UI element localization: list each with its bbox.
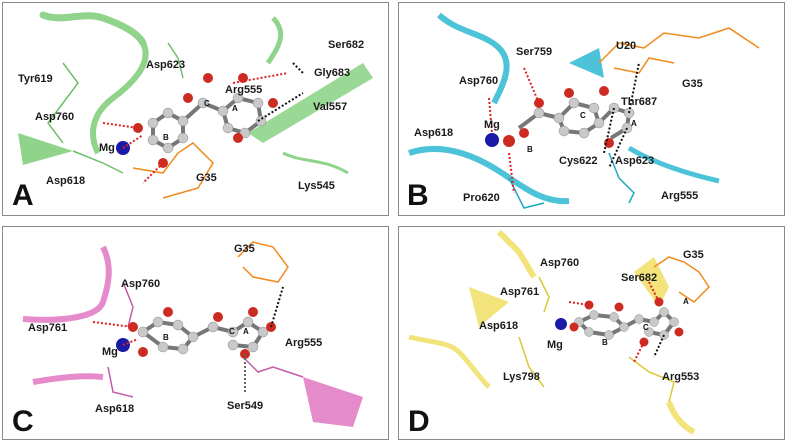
- panel-letter: D: [408, 405, 430, 438]
- mg-label: Mg: [99, 142, 115, 154]
- rna-label: G35: [234, 243, 255, 255]
- ring-label: A: [232, 104, 238, 113]
- residue-label: Lys545: [298, 180, 335, 192]
- residue-label: Asp760: [459, 75, 499, 87]
- ring-label: B: [163, 333, 169, 342]
- panel-letter: B: [407, 179, 429, 212]
- residue-label: Gly683: [314, 67, 351, 79]
- panel-c-drawing: [22, 241, 363, 427]
- ring-label: B: [163, 133, 169, 142]
- ring-label: A: [683, 297, 689, 306]
- rna-label: G35: [683, 249, 704, 261]
- residue-label: Thr687: [621, 96, 658, 108]
- mg-label: Mg: [484, 119, 500, 131]
- residue-label: Tyr619: [18, 73, 53, 85]
- panel-letter: C: [12, 405, 34, 438]
- panel-letter: A: [12, 179, 34, 212]
- residue-label: Arg553: [662, 371, 700, 383]
- ring-label: C: [643, 323, 649, 332]
- mg-label: Mg: [102, 346, 118, 358]
- panel-a-drawing: [18, 11, 373, 199]
- residue-label: Ser682: [328, 39, 365, 51]
- residue-label: Val557: [313, 101, 348, 113]
- residue-label: Asp618: [479, 320, 519, 332]
- residue-label: Arg555: [225, 84, 263, 96]
- residue-label: Asp761: [28, 322, 68, 334]
- ring-label: C: [204, 99, 210, 108]
- residue-label: Lys798: [503, 371, 540, 383]
- mg-label: Mg: [547, 339, 563, 351]
- residue-label: Arg555: [285, 337, 323, 349]
- panel-d: G35 Asp760 Ser682 Asp761 Asp618 Mg Lys79…: [398, 226, 785, 440]
- residue-label: Asp760: [35, 111, 75, 123]
- residue-label: Asp761: [500, 286, 540, 298]
- residue-label: Ser759: [516, 46, 553, 58]
- residue-label: Asp618: [414, 127, 454, 139]
- ring-label: A: [243, 327, 249, 336]
- residue-label: Cys622: [559, 155, 598, 167]
- panel-a: Tyr619 Asp623 Arg555 Ser682 Gly683 Val55…: [2, 2, 389, 216]
- ring-label: B: [527, 145, 533, 154]
- residue-label: Pro620: [463, 192, 500, 204]
- ring-label: A: [631, 119, 637, 128]
- residue-label: Asp618: [95, 403, 135, 415]
- ring-label: C: [229, 327, 235, 336]
- residue-label: Asp623: [146, 59, 186, 71]
- residue-label: Asp760: [540, 257, 580, 269]
- panel-d-drawing: [408, 229, 710, 435]
- residue-label: Asp760: [121, 278, 161, 290]
- residue-label: Arg555: [661, 190, 699, 202]
- panel-c: G35 Asp760 Asp761 Mg Arg555 Asp618 Ser54…: [2, 226, 389, 440]
- panel-b: Ser759 U20 G35 Asp760 Thr687 Asp618 Mg C…: [398, 2, 785, 216]
- residue-label: Ser682: [621, 272, 658, 284]
- rna-label: G35: [682, 78, 703, 90]
- residue-label: Asp623: [615, 155, 655, 167]
- ring-label: C: [580, 111, 586, 120]
- panel-b-drawing: [408, 12, 760, 209]
- rna-label: G35: [196, 172, 217, 184]
- ring-label: B: [602, 338, 608, 347]
- residue-label: Asp618: [46, 175, 86, 187]
- residue-label: Ser549: [227, 400, 264, 412]
- rna-label: U20: [616, 40, 637, 52]
